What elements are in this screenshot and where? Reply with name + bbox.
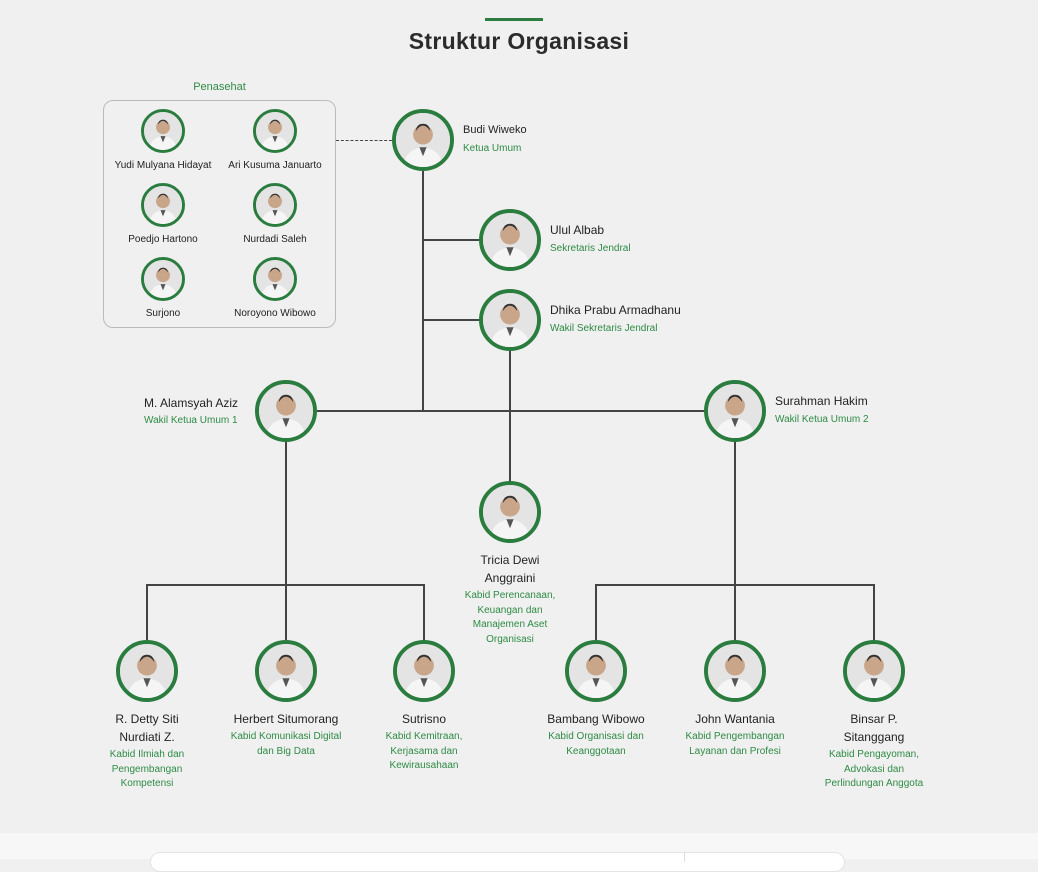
member-role: Kabid Pengembangan Layanan dan Profesi — [685, 731, 785, 757]
member-photo — [843, 640, 905, 702]
connector-line — [873, 584, 875, 642]
member-photo — [479, 209, 541, 271]
member-photo — [255, 640, 317, 702]
advisor-name: Nurdadi Saleh — [243, 234, 307, 245]
member-role: Sekretaris Jendral — [550, 243, 631, 254]
connector-line — [316, 410, 706, 412]
member-name: Sutrisno — [401, 712, 447, 726]
member-name: Budi Wiweko — [463, 124, 527, 136]
connector-line — [423, 584, 425, 642]
member-role: Kabid Komunikasi Digital dan Big Data — [230, 731, 342, 757]
member-photo — [392, 109, 454, 171]
member-role: Ketua Umum — [463, 143, 522, 154]
advisor-photo — [253, 183, 297, 227]
connector-line — [422, 170, 424, 412]
member-photo — [565, 640, 627, 702]
advisor-photo — [141, 109, 185, 153]
member-name: Binsar P. Sitanggang — [843, 712, 905, 744]
member-role: Wakil Ketua Umum 2 — [775, 414, 869, 425]
member-name: Herbert Situmorang — [233, 712, 339, 726]
member-name: Bambang Wibowo — [547, 712, 645, 726]
connector-line — [285, 441, 287, 642]
connector-line — [423, 319, 481, 321]
member-name: John Wantania — [695, 712, 775, 726]
connector-line — [147, 584, 425, 586]
member-photo — [116, 640, 178, 702]
advisor-name: Yudi Mulyana Hidayat — [114, 160, 212, 171]
member-name: Ulul Albab — [550, 223, 605, 237]
member-photo — [704, 640, 766, 702]
connector-line — [595, 584, 597, 642]
member-photo — [479, 289, 541, 351]
advisor-photo — [141, 183, 185, 227]
member-role: Kabid Kemitraan, Kerjasama dan Kewirausa… — [385, 731, 463, 771]
member-role: Wakil Ketua Umum 1 — [144, 415, 238, 426]
member-name: Surahman Hakim — [775, 394, 868, 408]
member-photo — [393, 640, 455, 702]
advisor-name: Poedjo Hartono — [128, 234, 198, 245]
member-role: Kabid Perencanaan, Keuangan dan Manajeme… — [464, 590, 556, 645]
member-role: Wakil Sekretaris Jendral — [550, 323, 658, 334]
footer-card — [150, 852, 845, 872]
member-photo — [479, 481, 541, 543]
connector-line — [596, 584, 875, 586]
member-role: Kabid Pengayoman, Advokasi dan Perlindun… — [824, 749, 924, 789]
footer-card-divider — [684, 852, 685, 862]
connector-line — [734, 441, 736, 642]
member-name: M. Alamsyah Aziz — [144, 396, 239, 410]
advisor-connector — [336, 140, 392, 141]
advisor-photo — [253, 109, 297, 153]
advisor-photo — [253, 257, 297, 301]
advisor-photo — [141, 257, 185, 301]
member-name: Tricia Dewi Anggraini — [480, 553, 540, 585]
connector-line — [509, 350, 511, 483]
member-role: Kabid Ilmiah dan Pengembangan Kompetensi — [109, 749, 185, 789]
connector-line — [423, 239, 481, 241]
member-role: Kabid Organisasi dan Keanggotaan — [548, 731, 644, 757]
title-accent-bar — [485, 18, 543, 21]
advisors-box — [103, 100, 336, 328]
page-title: Struktur Organisasi — [408, 28, 630, 54]
member-photo — [255, 380, 317, 442]
advisors-label: Penasehat — [193, 81, 246, 93]
connector-line — [146, 584, 148, 642]
member-name: R. Detty Siti Nurdiati Z. — [115, 712, 179, 744]
advisor-name: Noroyono Wibowo — [234, 308, 316, 319]
member-photo — [704, 380, 766, 442]
member-name: Dhika Prabu Armadhanu — [550, 303, 681, 317]
advisor-name: Surjono — [145, 308, 181, 319]
advisor-name: Ari Kusuma Januarto — [228, 160, 322, 171]
